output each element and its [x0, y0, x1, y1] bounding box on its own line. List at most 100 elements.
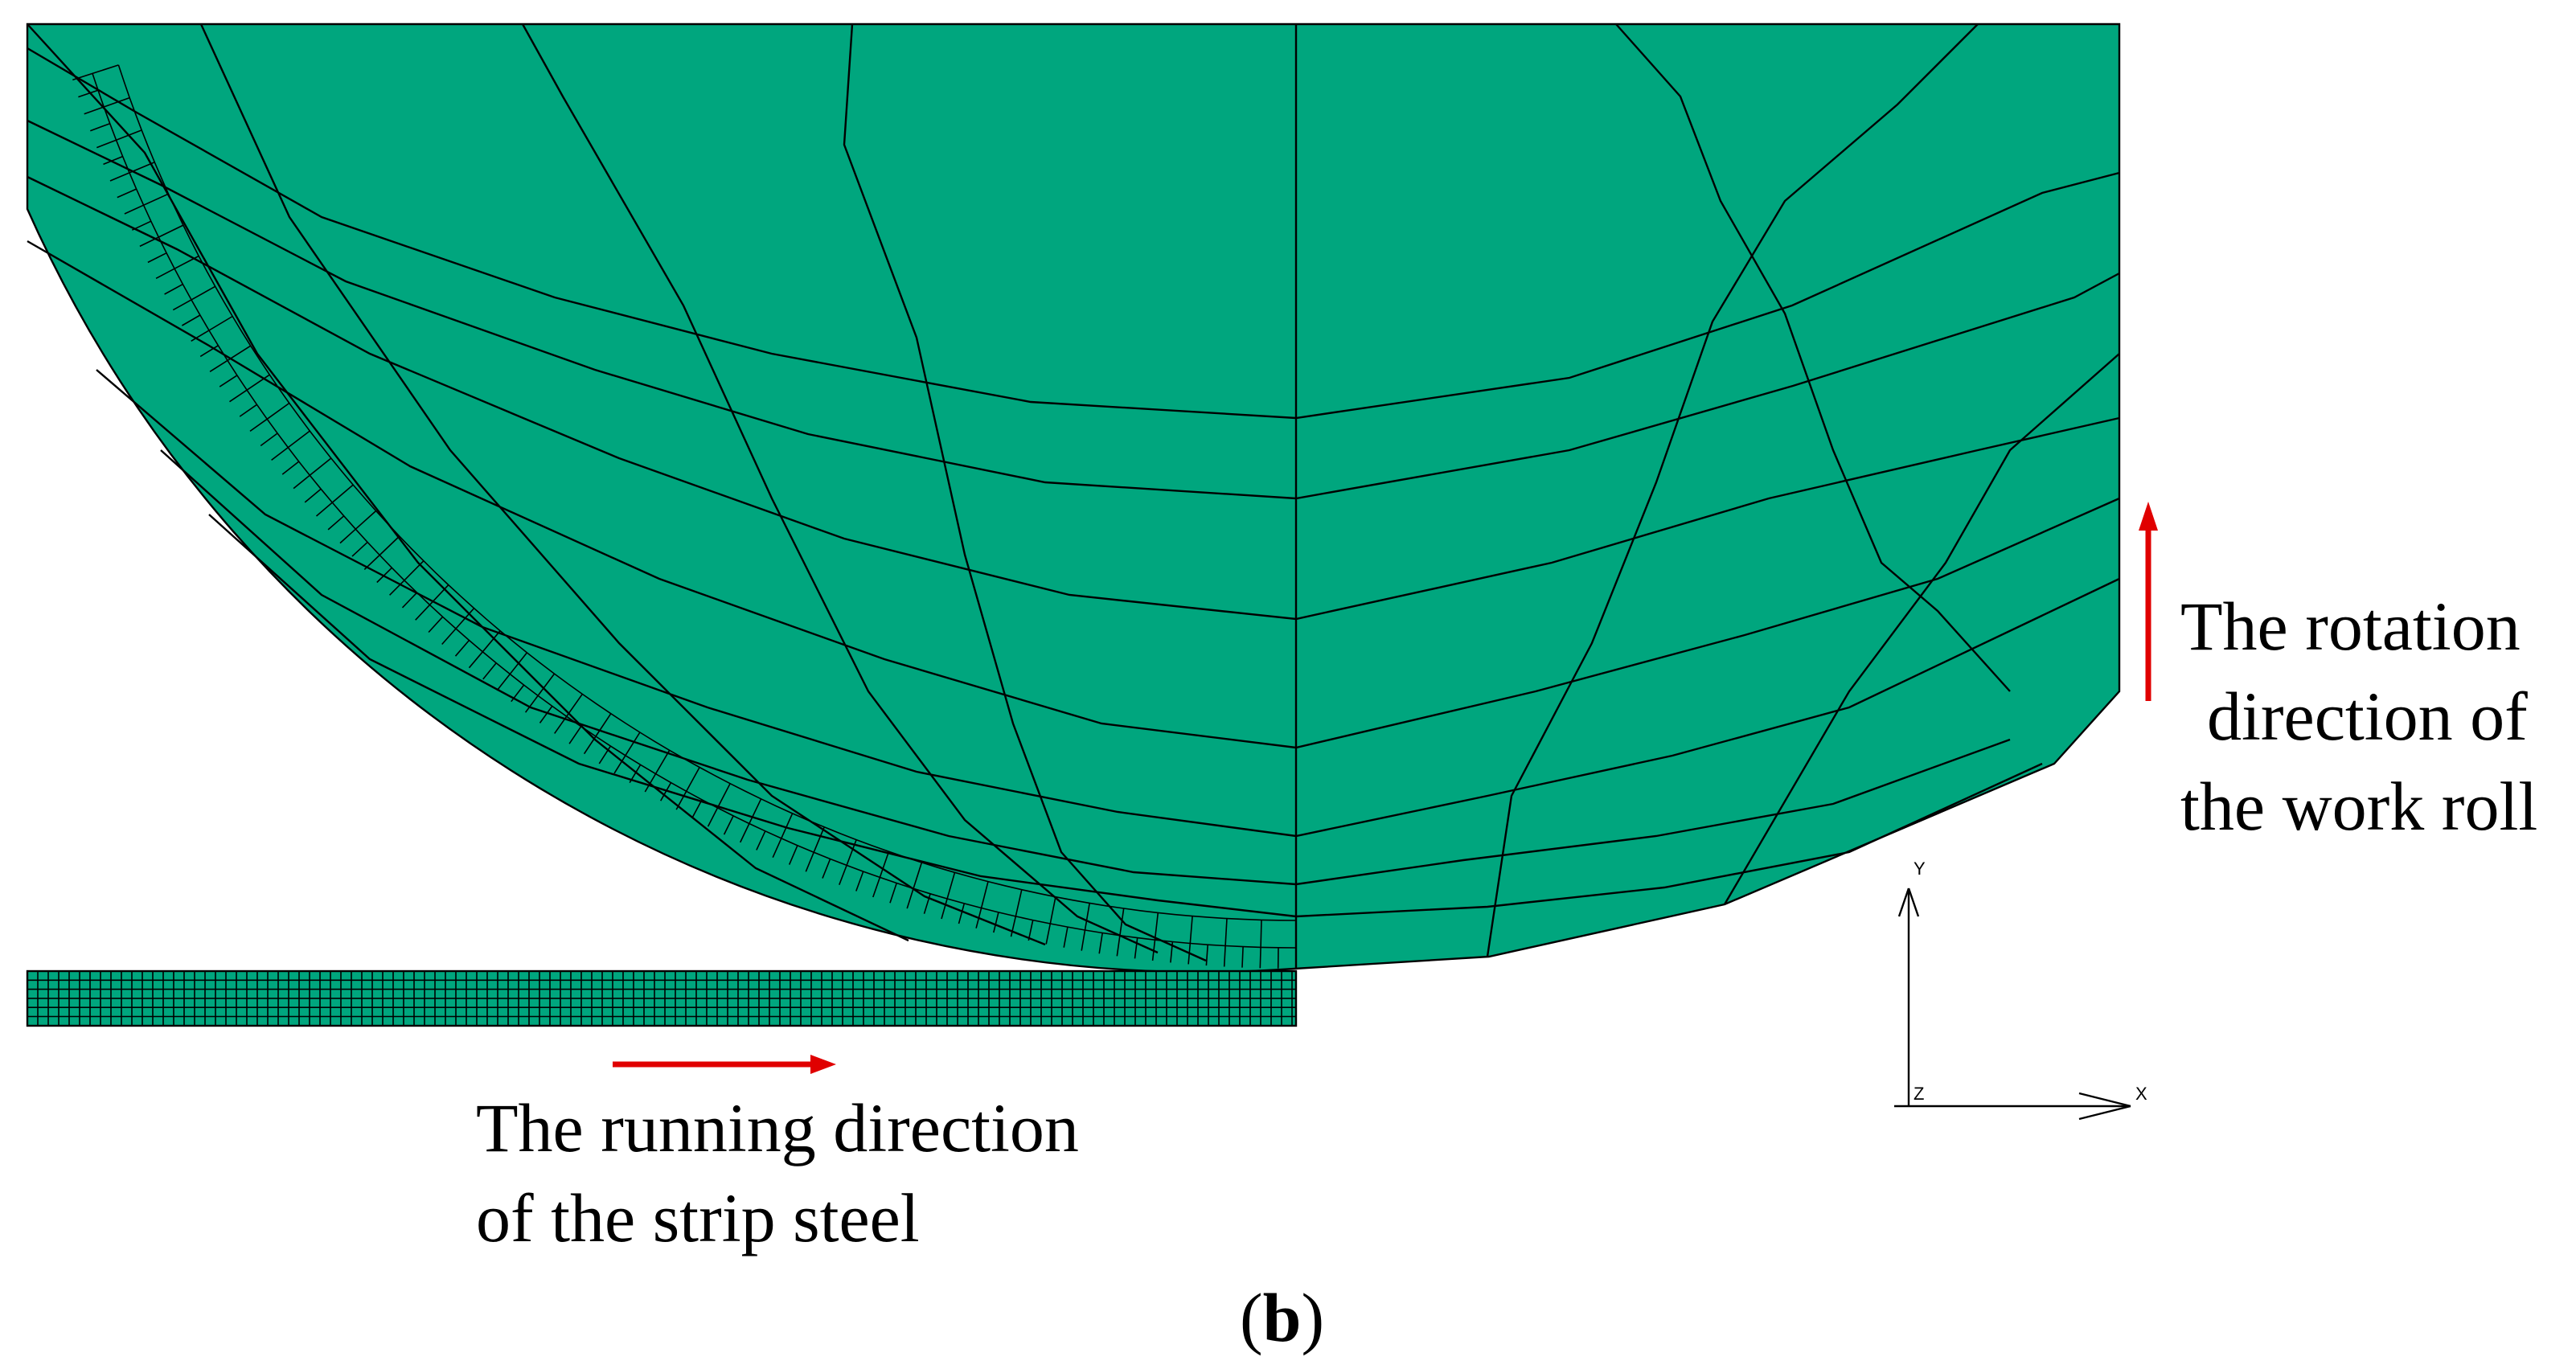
roll-fine-radial — [839, 865, 847, 885]
roll-fine-radial — [78, 89, 99, 98]
roll-fine-radial — [675, 790, 687, 810]
roll-fine-radial — [539, 705, 553, 723]
roll-fine-radial — [293, 474, 310, 490]
rotation-label-line-3: the work roll — [2180, 768, 2537, 845]
roll-fine-radial — [181, 314, 201, 326]
roll-fine-radial — [1045, 923, 1052, 945]
roll-fine-radial-2 — [813, 826, 825, 853]
roll-fine-radial — [822, 859, 831, 879]
roll-fine-radial — [524, 695, 539, 713]
roll-fine-radial — [958, 903, 966, 924]
roll-fine-radial — [975, 908, 982, 928]
roll-radial-line — [843, 23, 1207, 962]
work-roll-body — [26, 23, 2121, 974]
roll-fine-radial-2 — [1119, 908, 1125, 936]
roll-fine-radial — [327, 515, 345, 531]
roll-fine-arc — [117, 64, 1297, 921]
roll-fine-radial-2 — [913, 862, 923, 889]
roll-fine-radial — [660, 782, 672, 801]
roll-fine-radial — [103, 155, 123, 166]
roll-fine-radial — [249, 418, 268, 432]
roll-fine-radial-2 — [482, 630, 501, 653]
roll-fine-radial — [281, 461, 300, 475]
roll-radial-line — [521, 23, 1159, 954]
roll-fine-radial-2 — [846, 839, 857, 866]
roll-fine-radial — [583, 736, 597, 755]
roll-fine-radial-2 — [595, 713, 612, 737]
roll-fine-radial — [1241, 946, 1244, 968]
roll-fine-radial — [454, 639, 470, 657]
running-label-line-2: of the strip steel — [476, 1179, 920, 1256]
roll-fine-radial — [351, 541, 368, 557]
roll-fine-radial — [139, 236, 159, 248]
roll-fine-radial — [376, 567, 392, 584]
roll-fine-radial — [209, 359, 228, 372]
roll-fine-radial — [468, 651, 483, 669]
roll-fine-radial — [147, 252, 167, 264]
roll-ring-line — [160, 449, 2011, 886]
roll-fine-radial-2 — [1224, 918, 1228, 946]
roll-fine-radial-2 — [625, 732, 641, 756]
roll-fine-radial-2 — [879, 851, 890, 878]
roll-fine-radial — [1205, 945, 1208, 966]
figure-caption: (b) — [1240, 1279, 1324, 1356]
work-roll-mesh — [26, 23, 2121, 974]
roll-fine-radial-2 — [92, 64, 119, 75]
roll-fine-radial-2 — [246, 374, 270, 391]
roll-fine-radial-2 — [191, 285, 216, 301]
roll-fine-radial — [496, 674, 511, 691]
roll-fine-radial — [554, 715, 568, 734]
roll-fine-radial-2 — [685, 767, 700, 792]
coordinate-triad: Y X Z — [1894, 859, 2147, 1121]
roll-fine-radial — [96, 139, 117, 149]
roll-fine-radial-2 — [116, 129, 142, 141]
roll-fine-radial-2 — [103, 96, 130, 108]
strip-grid-lines — [27, 971, 1296, 1026]
roll-fine-radial — [923, 893, 931, 914]
roll-fine-radial-2 — [455, 608, 475, 629]
roll-fine-radial — [691, 799, 703, 819]
roll-fine-radial — [511, 684, 525, 703]
roll-fine-radial — [219, 375, 238, 387]
y-axis-label: Y — [1914, 859, 1926, 879]
roll-fine-radial — [756, 830, 766, 851]
roll-ring-line — [96, 369, 2120, 838]
roll-fine-radial-2 — [287, 430, 310, 449]
roll-fine-radial-2 — [980, 881, 989, 908]
roll-fine-radial — [72, 72, 93, 81]
roll-fine-radial — [772, 838, 782, 859]
roll-fine-radial — [84, 106, 105, 115]
running-label-line-1: The running direction — [476, 1089, 1079, 1166]
x-axis-label: X — [2135, 1084, 2147, 1104]
roll-fine-radial-2 — [1049, 896, 1056, 924]
roll-fine-radial-2 — [404, 560, 425, 581]
roll-fine-radial-2 — [509, 652, 528, 674]
roll-fine-radial — [229, 389, 248, 403]
roll-fine-radial — [906, 888, 914, 909]
roll-fine-radial-2 — [946, 872, 956, 900]
roll-fine-radial — [1098, 933, 1103, 954]
roll-fine-radial — [155, 268, 175, 280]
strip-steel-mesh — [26, 969, 1298, 1027]
rotation-label-line-2: direction of — [2207, 678, 2528, 755]
roll-fine-radial — [707, 807, 719, 827]
roll-fine-radial — [739, 823, 750, 843]
rotation-arrow — [2139, 502, 2158, 701]
roll-fine-arc — [92, 73, 1297, 949]
roll-fine-radial-2 — [781, 813, 794, 839]
roll-fine-radial-2 — [227, 345, 252, 362]
running-arrow — [613, 1055, 836, 1074]
roll-fine-radial — [363, 554, 380, 570]
roll-fine-radial-2 — [208, 315, 233, 331]
roll-fine-radial — [191, 330, 210, 342]
roll-fine-radial-2 — [1154, 912, 1159, 941]
roll-fine-radial-2 — [1015, 889, 1023, 917]
roll-fine-radial — [482, 662, 497, 680]
roll-fine-radial — [389, 580, 405, 596]
roll-fine-radial — [199, 345, 219, 358]
roll-fine-radial-2 — [566, 693, 583, 717]
roll-fine-radial-2 — [266, 402, 290, 420]
roll-fine-radial — [788, 845, 798, 865]
roll-fine-radial — [172, 299, 192, 311]
roll-ring-line — [27, 47, 2120, 420]
